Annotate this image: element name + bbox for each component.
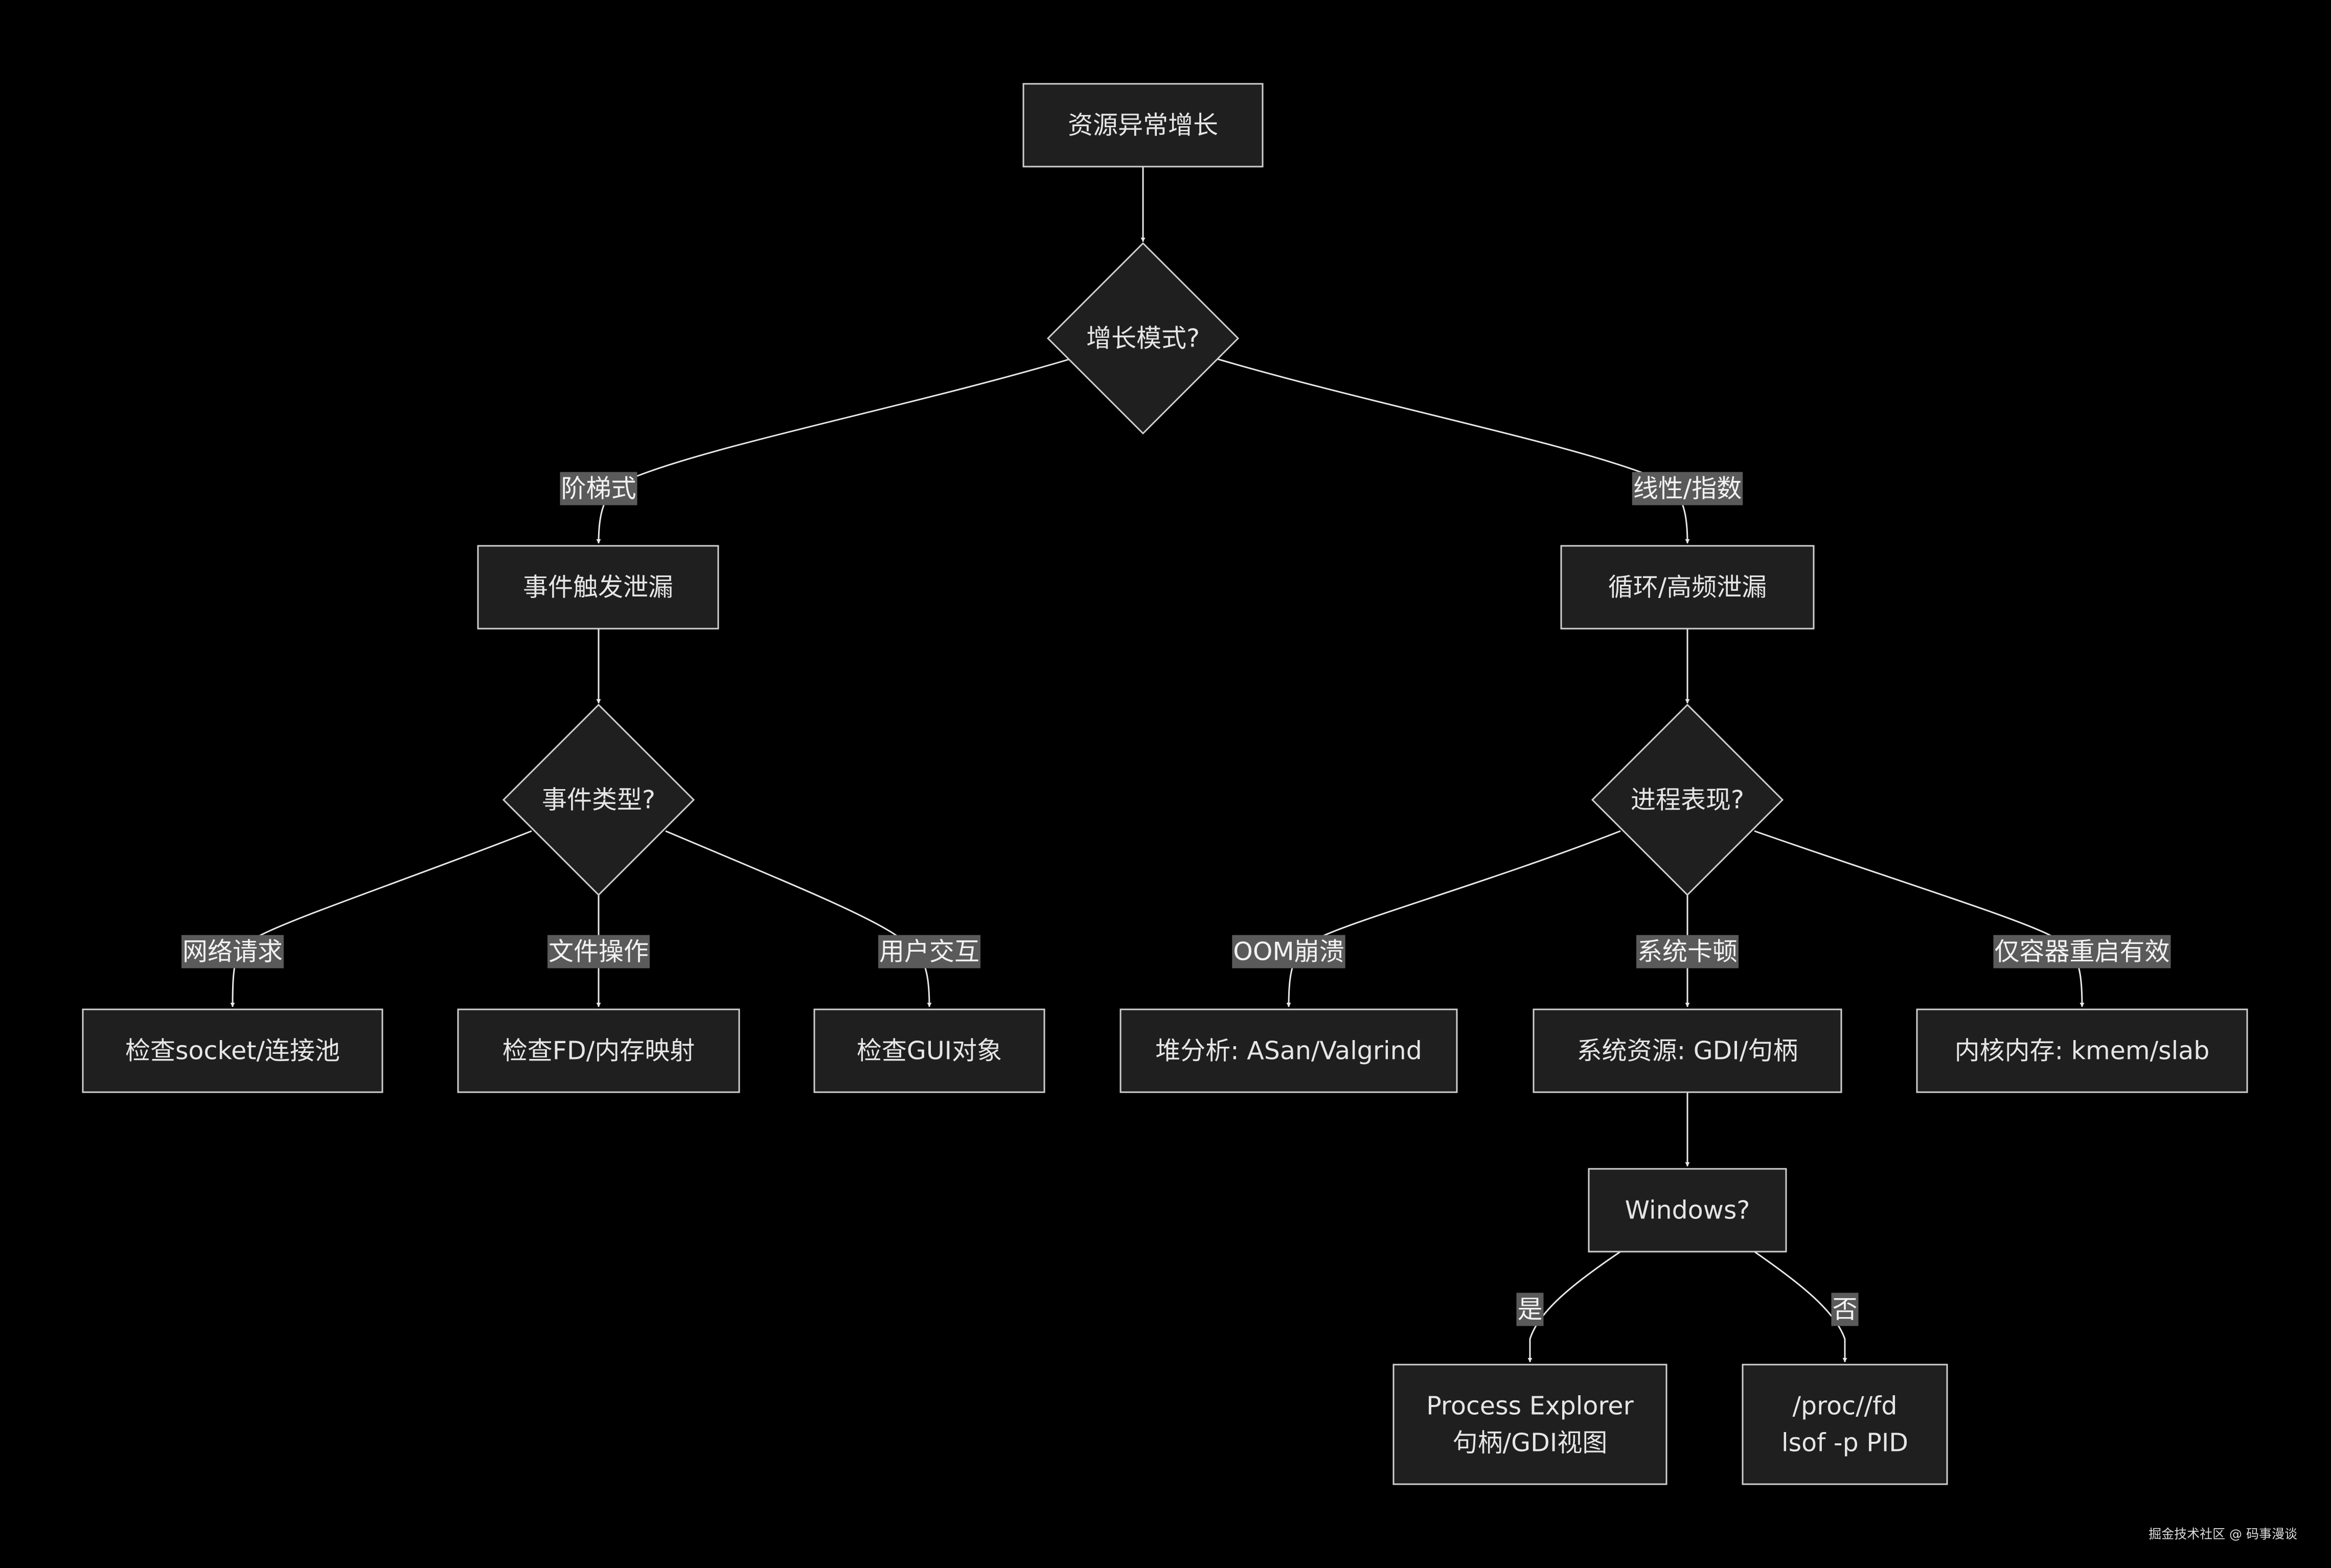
edge-label-text: 文件操作: [549, 937, 649, 966]
node-label: 句柄/GDI视图: [1453, 1428, 1608, 1458]
edge-label-text: 阶梯式: [561, 474, 636, 503]
edge-label-background: [1632, 472, 1743, 505]
node-box: [82, 1008, 383, 1093]
node-growth-mode: 增长模式?: [1046, 242, 1240, 435]
edge-proc-heap: [1286, 830, 1621, 1007]
edge-label-text: 仅容器重启有效: [1994, 937, 2169, 966]
node-check-gui: 检查GUI对象: [813, 1008, 1045, 1093]
node-label: 内核内存: kmem/slab: [1955, 1036, 2210, 1066]
decision-diamond: [1591, 703, 1784, 896]
node-label: 检查GUI对象: [857, 1036, 1002, 1066]
node-box: [1533, 1008, 1842, 1093]
node-label: 事件类型?: [542, 786, 655, 815]
node-heap-analysis: 堆分析: ASan/Valgrind: [1119, 1008, 1458, 1093]
node-box: [1022, 83, 1264, 168]
node-label: Process Explorer: [1426, 1392, 1634, 1421]
edge-label-text: 网络请求: [182, 937, 283, 966]
node-box: [1916, 1008, 2248, 1093]
edge-label-text: 线性/指数: [1633, 474, 1742, 503]
decision-diamond: [1046, 242, 1240, 435]
edge-label-text: 是: [1517, 1295, 1542, 1324]
node-event-type: 事件类型?: [502, 703, 695, 896]
edge-label-network: 网络请求: [181, 935, 284, 969]
edge-label-text: 用户交互: [879, 937, 979, 966]
edge-label-background: [878, 935, 981, 969]
node-windows: Windows?: [1588, 1168, 1787, 1253]
node-box: [477, 545, 719, 630]
edge-label-background: [1232, 935, 1345, 969]
edge-label-no: 否: [1831, 1293, 1859, 1326]
node-box: [813, 1008, 1045, 1093]
edge-event-gui: [665, 830, 932, 1007]
edge-label-background: [547, 935, 650, 969]
edge-label-oom: OOM崩溃: [1232, 935, 1345, 969]
edge-windows-proc: [1754, 1251, 1847, 1363]
edge-label-background: [1636, 935, 1739, 969]
edges: [230, 167, 2085, 1363]
edge-label-file-op: 文件操作: [547, 935, 650, 969]
edge-windows-pe: [1527, 1251, 1621, 1363]
edge-label-container-restart: 仅容器重启有效: [1993, 935, 2171, 969]
decision-diamond: [502, 703, 695, 896]
node-check-socket: 检查socket/连接池: [82, 1008, 383, 1093]
edge-growth-loop: [1216, 358, 1690, 544]
edge-label-staircase: 阶梯式: [560, 472, 637, 505]
node-label: 循环/高频泄漏: [1608, 573, 1767, 602]
node-label: Windows?: [1625, 1196, 1750, 1225]
node-start: 资源异常增长: [1022, 83, 1264, 168]
node-box: [1392, 1364, 1667, 1485]
edge-label-text: OOM崩溃: [1233, 937, 1344, 966]
edge-label-user-interaction: 用户交互: [878, 935, 981, 969]
node-label: lsof -p PID: [1781, 1428, 1908, 1458]
node-kernel-memory: 内核内存: kmem/slab: [1916, 1008, 2248, 1093]
node-label: 资源异常增长: [1068, 111, 1218, 140]
edge-label-linear-exp: 线性/指数: [1632, 472, 1743, 505]
node-label: 堆分析: ASan/Valgrind: [1155, 1036, 1422, 1066]
edge-label-stutter: 系统卡顿: [1636, 935, 1739, 969]
node-label: 检查FD/内存映射: [502, 1036, 695, 1066]
node-event-leak: 事件触发泄漏: [477, 545, 719, 630]
node-box: [1742, 1364, 1948, 1485]
node-loop-leak: 循环/高频泄漏: [1560, 545, 1815, 630]
node-label: 进程表现?: [1631, 786, 1744, 815]
node-box: [457, 1008, 740, 1093]
node-box: [1560, 545, 1815, 630]
node-label: 事件触发泄漏: [523, 573, 673, 602]
edge-label-background: [1516, 1293, 1544, 1326]
node-label: 检查socket/连接池: [125, 1036, 340, 1066]
edge-label-background: [1993, 935, 2171, 969]
node-check-fd: 检查FD/内存映射: [457, 1008, 740, 1093]
edge-label-background: [560, 472, 637, 505]
node-system-resource: 系统资源: GDI/句柄: [1533, 1008, 1842, 1093]
edge-event-socket: [230, 830, 532, 1007]
edge-label-background: [1831, 1293, 1859, 1326]
node-label: /proc//fd: [1793, 1392, 1898, 1421]
edge-label-text: 系统卡顿: [1637, 937, 1738, 966]
edge-proc-kernel: [1754, 830, 2085, 1007]
node-process-explorer: Process Explorer 句柄/GDI视图: [1392, 1364, 1667, 1485]
node-process-behavior: 进程表现?: [1591, 703, 1784, 896]
edge-growth-event: [596, 358, 1071, 544]
edge-label-background: [181, 935, 284, 969]
watermark: 掘金技术社区 @ 码事漫谈: [2149, 1527, 2297, 1541]
node-label: 增长模式?: [1086, 324, 1200, 353]
edge-label-yes: 是: [1516, 1293, 1544, 1326]
node-proc-fd: /proc//fd lsof -p PID: [1742, 1364, 1948, 1485]
node-label: 系统资源: GDI/句柄: [1577, 1036, 1798, 1066]
edge-label-text: 否: [1832, 1295, 1857, 1324]
node-box: [1588, 1168, 1787, 1253]
node-box: [1119, 1008, 1458, 1093]
